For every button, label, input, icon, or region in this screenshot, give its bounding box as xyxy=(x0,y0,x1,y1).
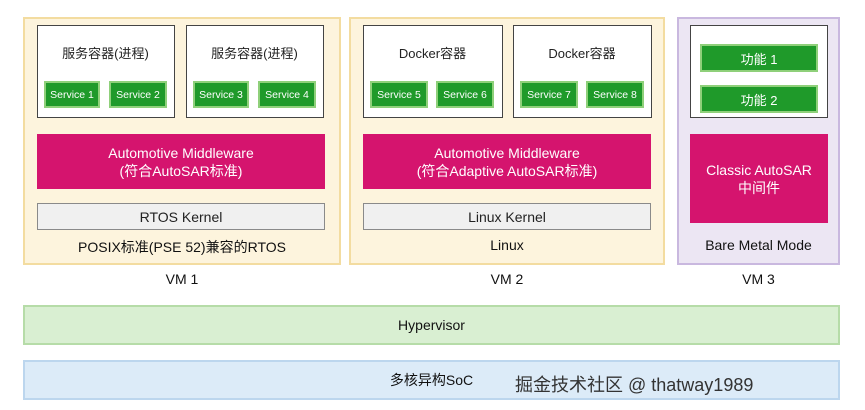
vm2-container-2: Docker容器 Service 7 Service 8 xyxy=(513,25,652,118)
vm1-os-label: POSIX标准(PSE 52)兼容的RTOS xyxy=(78,239,286,255)
vm2-label: VM 2 xyxy=(490,271,524,287)
middleware-line-2: (符合Adaptive AutoSAR标准) xyxy=(416,162,598,179)
service-box: Service 2 xyxy=(109,81,167,108)
vm3-os-label: Bare Metal Mode xyxy=(705,237,812,253)
function-1: 功能 1 xyxy=(700,44,818,72)
middleware-line-2: (符合AutoSAR标准) xyxy=(119,162,243,179)
service-box: Service 6 xyxy=(436,81,494,108)
soc-layer: 多核异构SoC xyxy=(23,360,840,400)
middleware-line-1: Automotive Middleware xyxy=(434,144,580,161)
vm3-label: VM 3 xyxy=(742,271,775,287)
container-title: Docker容器 xyxy=(398,46,467,61)
service-box: Service 8 xyxy=(586,81,644,108)
service-box: Service 7 xyxy=(520,81,578,108)
vm3-middleware: Classic AutoSAR 中间件 xyxy=(690,134,828,223)
container-title: 服务容器(进程) xyxy=(62,46,149,61)
service-box: Service 4 xyxy=(258,81,316,108)
vm3-function-box: 功能 1 功能 2 xyxy=(690,25,828,118)
middleware-line-1: Classic AutoSAR xyxy=(706,161,812,178)
vm2-container-1: Docker容器 Service 5 Service 6 xyxy=(363,25,503,118)
watermark-text: 掘金技术社区 @ thatway1989 xyxy=(515,375,754,395)
middleware-line-2: 中间件 xyxy=(738,179,780,196)
function-2: 功能 2 xyxy=(700,85,818,113)
vm1-kernel: RTOS Kernel xyxy=(37,203,325,230)
vm1-middleware: Automotive Middleware (符合AutoSAR标准) xyxy=(37,134,325,189)
middleware-line-1: Automotive Middleware xyxy=(108,144,254,161)
vm1-container-2: 服务容器(进程) Service 3 Service 4 xyxy=(186,25,324,118)
container-title: 服务容器(进程) xyxy=(211,46,298,61)
service-box: Service 1 xyxy=(44,81,100,108)
vm2-kernel: Linux Kernel xyxy=(363,203,651,230)
container-title: Docker容器 xyxy=(548,46,616,61)
hypervisor-layer: Hypervisor xyxy=(23,305,840,345)
service-box: Service 3 xyxy=(193,81,249,108)
service-box: Service 5 xyxy=(370,81,428,108)
vm1-container-1: 服务容器(进程) Service 1 Service 2 xyxy=(37,25,175,118)
vm1-label: VM 1 xyxy=(165,271,199,287)
vm2-middleware: Automotive Middleware (符合Adaptive AutoSA… xyxy=(363,134,651,189)
vm2-os-label: Linux xyxy=(490,237,524,253)
